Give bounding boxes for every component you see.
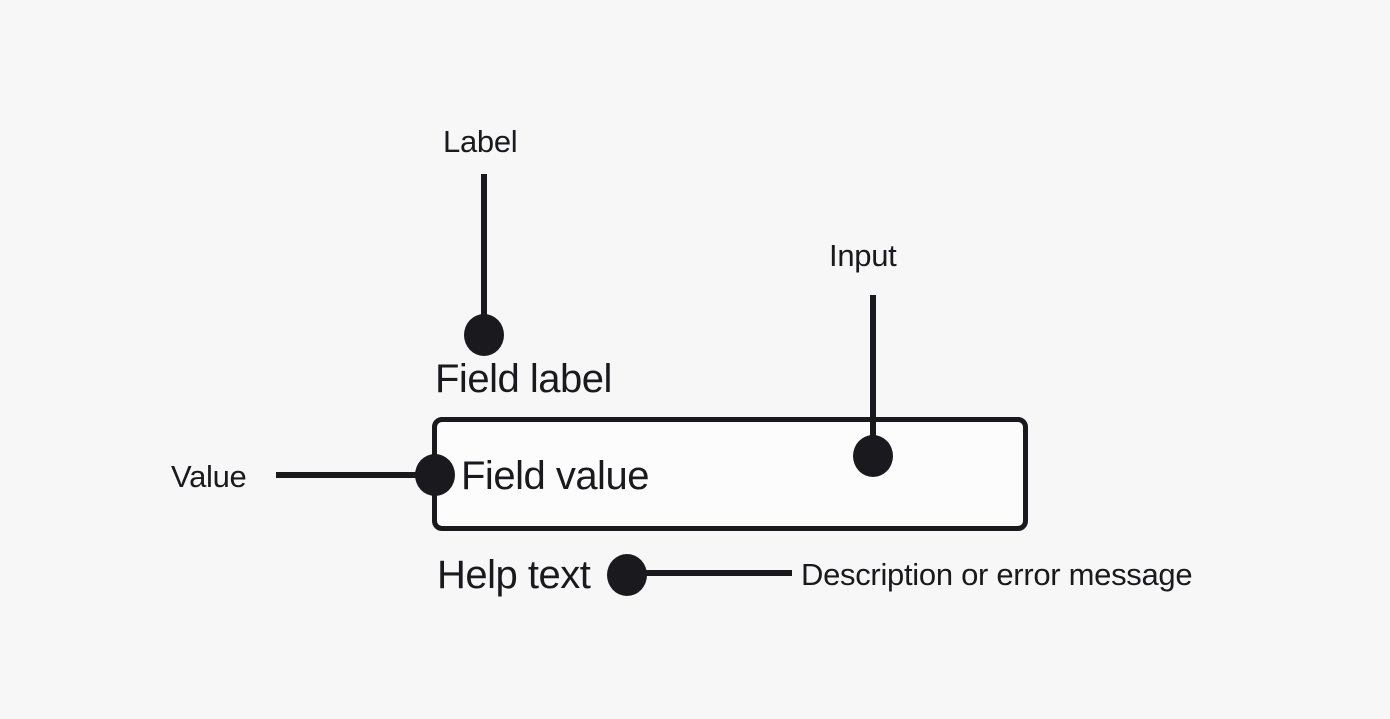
annotation-label: Label	[443, 124, 518, 159]
label-connector-line	[481, 174, 487, 320]
annotation-input: Input	[829, 238, 897, 273]
help-connector-line	[645, 570, 792, 576]
annotation-value: Value	[171, 459, 247, 494]
help-connector-dot-icon	[607, 554, 647, 596]
input-connector-dot-icon	[853, 435, 893, 477]
value-connector-dot-icon	[415, 454, 455, 496]
value-connector-line	[276, 472, 434, 478]
label-connector-dot-icon	[464, 314, 504, 356]
input-value-text: Field value	[461, 454, 649, 498]
help-text: Help text	[437, 553, 591, 597]
text-input-box[interactable]	[432, 417, 1028, 531]
input-connector-line	[870, 295, 876, 440]
field-label: Field label	[435, 357, 612, 401]
annotation-help-description: Description or error message	[801, 557, 1193, 592]
